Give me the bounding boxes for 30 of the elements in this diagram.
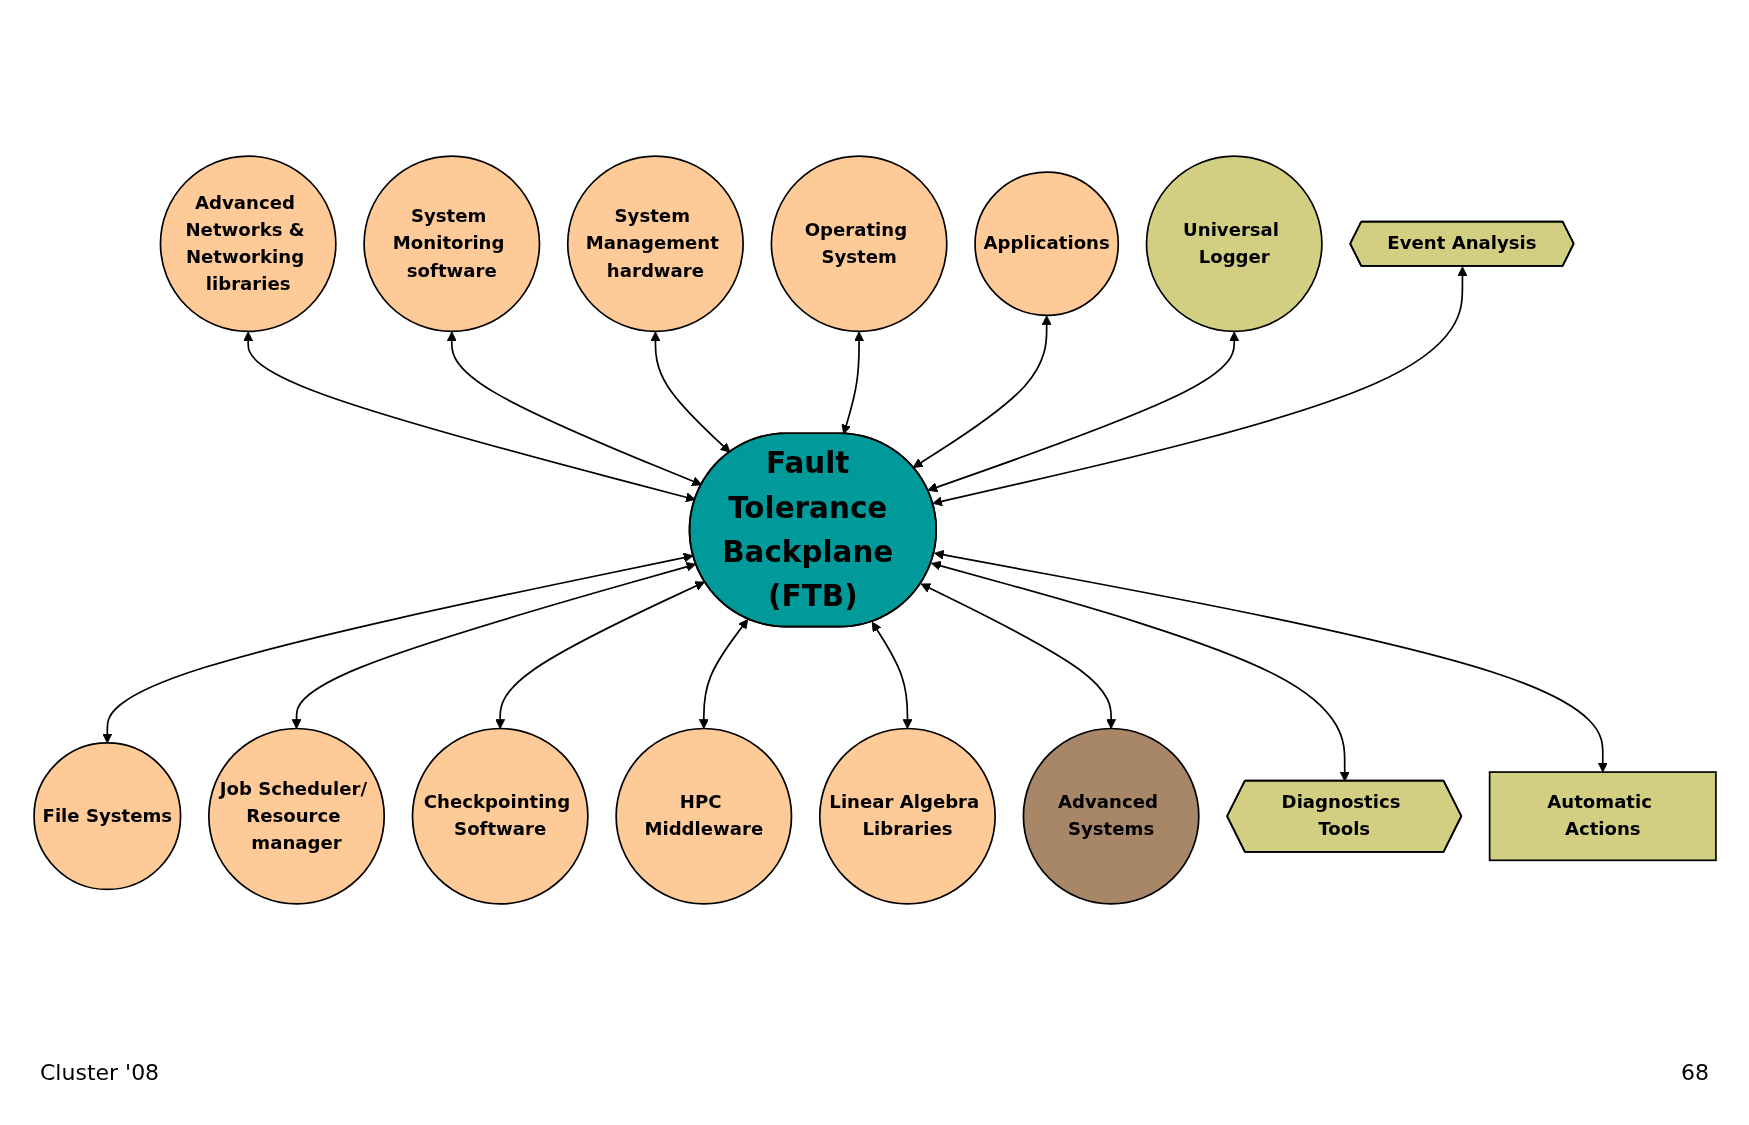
node-circle: Applications bbox=[973, 171, 1119, 317]
node-circle: Advanced Systems bbox=[1022, 727, 1200, 905]
node-circle: Universal Logger bbox=[1145, 155, 1323, 333]
arrow bbox=[933, 549, 1608, 773]
node-box: Automatic Actions bbox=[1488, 771, 1717, 862]
node-circle: Operating System bbox=[770, 155, 948, 333]
arrow bbox=[920, 583, 1116, 729]
node-circle: Checkpointing Software bbox=[411, 727, 589, 905]
arrow bbox=[931, 266, 1467, 507]
node-circle: Job Scheduler/ Resource manager bbox=[207, 727, 385, 905]
arrow bbox=[698, 619, 748, 729]
arrow bbox=[242, 331, 696, 503]
arrow bbox=[871, 621, 912, 729]
node-circle: System Monitoring software bbox=[362, 155, 540, 333]
arrow bbox=[101, 552, 693, 744]
footer-text: Cluster '08 bbox=[40, 1060, 160, 1085]
node-circle: File Systems bbox=[32, 742, 181, 891]
arrow bbox=[927, 331, 1239, 493]
arrow bbox=[650, 331, 730, 453]
arrow bbox=[841, 331, 864, 435]
node-circle: Linear Algebra Libraries bbox=[818, 727, 996, 905]
node-circle: Advanced Networks & Networking libraries bbox=[159, 155, 337, 333]
arrow bbox=[494, 581, 705, 729]
footer-text: 68 bbox=[1681, 1060, 1709, 1085]
arrow bbox=[291, 561, 696, 729]
arrow bbox=[912, 315, 1052, 468]
node-circle: HPC Middleware bbox=[614, 727, 792, 905]
arrow bbox=[930, 560, 1350, 782]
node-circle: System Management hardware bbox=[566, 155, 744, 333]
arrow bbox=[446, 331, 702, 487]
